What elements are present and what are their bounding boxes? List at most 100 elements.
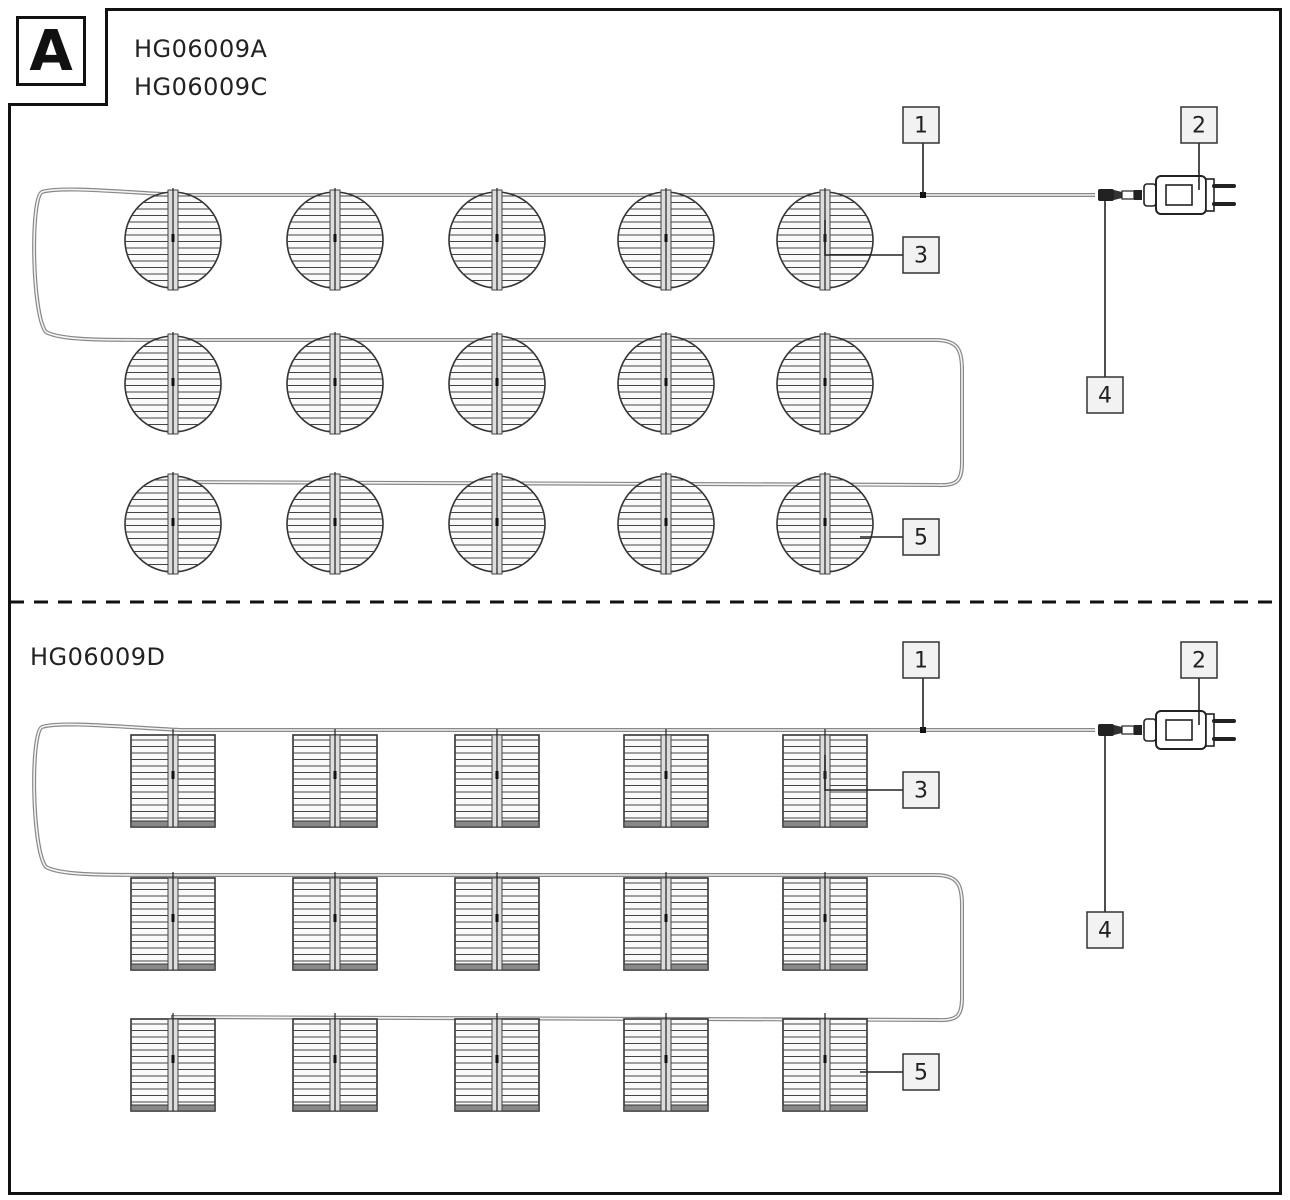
callout-2: 2 <box>1180 106 1218 190</box>
led-bulb <box>171 234 175 242</box>
led-bulb <box>171 1055 175 1063</box>
plug-icon <box>1098 710 1236 750</box>
callout-5: 5 <box>860 1053 940 1091</box>
callout-box <box>902 1053 940 1091</box>
callout-box <box>902 236 940 274</box>
square-lantern <box>130 1013 216 1112</box>
figure-letter: A <box>16 16 86 86</box>
callout-label: 2 <box>1192 649 1206 674</box>
led-bulb <box>171 378 175 386</box>
callout-5: 5 <box>860 518 940 556</box>
callout-4: 4 <box>1086 735 1124 949</box>
square-lantern <box>454 729 540 828</box>
callout-box <box>1086 376 1124 414</box>
callout-box <box>902 771 940 809</box>
leader-line <box>824 220 903 256</box>
plug-collar <box>1205 713 1215 747</box>
square-lantern <box>623 1013 709 1112</box>
callout-label: 1 <box>914 649 928 674</box>
square-lantern <box>623 729 709 828</box>
lead-cable-core <box>33 723 1095 1029</box>
connector-block <box>1098 189 1114 201</box>
callout-box <box>1086 911 1124 949</box>
callout-box <box>1180 106 1218 144</box>
round-lantern <box>448 472 546 575</box>
led-bulb <box>664 914 668 922</box>
round-lantern <box>286 332 384 435</box>
figure-letter-tab: A <box>8 8 108 106</box>
callout-2: 2 <box>1180 641 1218 725</box>
leader-line <box>824 755 903 791</box>
round-lantern <box>124 332 222 435</box>
round-lantern <box>124 188 222 291</box>
square-lantern <box>292 872 378 971</box>
model-label-d: HG06009D <box>30 643 166 671</box>
connector-block <box>1098 724 1114 736</box>
wire-layer <box>32 187 1095 1029</box>
connector-ring <box>1121 190 1135 200</box>
lantern-layer <box>124 188 874 1112</box>
led-bulb <box>333 234 337 242</box>
lead-cable-core <box>33 188 1095 494</box>
square-lantern <box>454 1013 540 1112</box>
plug-strain-relief <box>1143 183 1157 207</box>
round-lantern <box>617 332 715 435</box>
led-bulb <box>495 1055 499 1063</box>
led-bulb <box>171 771 175 779</box>
callout-label: 5 <box>914 1061 928 1086</box>
plug-layer <box>1098 175 1236 750</box>
led-bulb <box>823 518 827 526</box>
round-lantern <box>448 188 546 291</box>
led-bulb <box>495 914 499 922</box>
led-bulb <box>823 1055 827 1063</box>
callout-label: 5 <box>914 526 928 551</box>
led-bulb <box>664 234 668 242</box>
adapter-label-window <box>1165 184 1193 206</box>
callout-4: 4 <box>1086 200 1124 414</box>
callout-3: 3 <box>824 220 940 274</box>
square-lantern <box>130 872 216 971</box>
callout-box <box>902 106 940 144</box>
led-bulb <box>333 771 337 779</box>
led-bulb <box>823 378 827 386</box>
round-lantern <box>286 188 384 291</box>
plug-icon <box>1098 175 1236 215</box>
lantern-ribs <box>131 1023 215 1103</box>
led-bulb <box>333 518 337 526</box>
led-bulb <box>823 914 827 922</box>
square-lantern <box>454 872 540 971</box>
plug-strain-relief <box>1143 718 1157 742</box>
led-bulb <box>495 378 499 386</box>
connector-nut <box>1134 725 1142 735</box>
led-bulb <box>495 234 499 242</box>
callout-label: 2 <box>1192 114 1206 139</box>
led-bulb <box>664 518 668 526</box>
square-lantern <box>782 1013 868 1112</box>
callout-box <box>902 641 940 679</box>
square-lantern <box>782 872 868 971</box>
led-bulb <box>664 771 668 779</box>
round-lantern <box>776 332 874 435</box>
callout-label: 3 <box>914 779 928 804</box>
round-lantern <box>617 472 715 575</box>
round-lantern <box>448 332 546 435</box>
square-lantern <box>292 729 378 828</box>
led-bulb <box>495 518 499 526</box>
adapter-label-window <box>1165 719 1193 741</box>
square-lantern <box>130 729 216 828</box>
led-bulb <box>495 771 499 779</box>
callout-label: 3 <box>914 244 928 269</box>
square-lantern <box>623 872 709 971</box>
led-bulb <box>171 518 175 526</box>
led-bulb <box>664 1055 668 1063</box>
model-label-a: HG06009A <box>134 35 268 63</box>
led-bulb <box>333 378 337 386</box>
round-lantern <box>776 472 874 575</box>
callout-1: 1 <box>902 641 940 730</box>
connector-taper <box>1114 725 1122 735</box>
round-lantern <box>286 472 384 575</box>
round-lantern <box>617 188 715 291</box>
callout-box <box>902 518 940 556</box>
